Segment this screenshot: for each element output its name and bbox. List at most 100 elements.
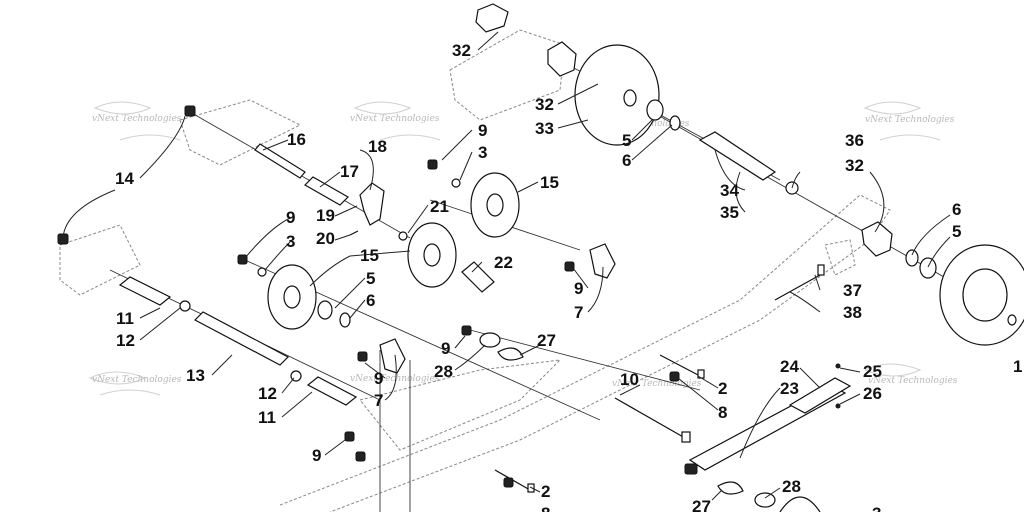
spacer-11-lower (306, 376, 358, 406)
callout-38: 38 (843, 303, 862, 322)
callout-23: 23 (780, 379, 799, 398)
watermark-1: vNext Technologies (92, 101, 182, 141)
callout-9-bracket: 9 (574, 279, 583, 298)
watermark-group: vNext Technologies vNext Technologies vN… (88, 101, 958, 396)
callout-25: 25 (863, 362, 882, 381)
spacer-22 (461, 261, 495, 293)
bracket-18 (359, 182, 385, 226)
tube-13 (194, 311, 289, 366)
callout-21: 21 (430, 197, 449, 216)
callout-9-left: 9 (286, 208, 295, 227)
callout-28-upper: 28 (434, 362, 453, 381)
callout-5-right: 5 (952, 222, 961, 241)
cam-27-lower (717, 481, 744, 495)
washer-21 (398, 231, 408, 241)
watermark-7: vNext Technologies (612, 379, 702, 389)
nut-8-lower (503, 477, 514, 488)
bolt-10 (614, 397, 686, 439)
callout-15-middle: 15 (360, 246, 379, 265)
callout-3-upper: 3 (478, 143, 487, 162)
callout-22: 22 (494, 253, 513, 272)
callout-9-lower: 9 (312, 446, 321, 465)
cam-27 (497, 347, 524, 361)
hub-32 (547, 41, 577, 77)
hub-32-right (861, 221, 893, 257)
callout-6-right: 6 (952, 200, 961, 219)
bearing-5 (646, 99, 664, 121)
callout-16: 16 (287, 130, 306, 149)
callout-34: 34 (720, 181, 739, 200)
callout-9-center: 9 (441, 339, 450, 358)
ring-12-upper (179, 300, 191, 312)
callout-7-upper: 7 (574, 303, 583, 322)
cap-32-top (475, 3, 509, 33)
callout-5-left: 5 (366, 269, 375, 288)
callout-5-top: 5 (622, 131, 631, 150)
callout-28-lower: 28 (782, 477, 801, 496)
callout-32-top: 32 (452, 41, 471, 60)
callout-11-lower: 11 (258, 408, 276, 427)
pin-20 (349, 230, 359, 236)
watermark-8: vNext Technologies (863, 363, 958, 386)
callout-8-upper: 8 (718, 403, 727, 422)
callout-19: 19 (316, 206, 335, 225)
callout-9-mid: 9 (374, 369, 383, 388)
nut-9-lower-a (344, 431, 355, 442)
callout-3-left: 3 (286, 232, 295, 251)
callout-20: 20 (316, 229, 335, 248)
watermark-4: vNext Technologies (863, 101, 955, 141)
nut-14-top (184, 105, 196, 117)
watermark-text: vNext Technologies (868, 376, 958, 386)
nut-9-lower-b (355, 451, 366, 462)
watermark-6: vNext Technologies (350, 374, 440, 384)
nut-8-upper (669, 371, 680, 382)
callout-2-upper: 2 (718, 379, 727, 398)
ring-6 (669, 115, 681, 131)
bolt-38 (774, 274, 821, 301)
callout-35: 35 (720, 203, 739, 222)
watermark-text: vNext Technologies (92, 375, 182, 385)
top-rail (449, 29, 566, 121)
callout-18: 18 (368, 137, 387, 156)
arm-24 (788, 377, 852, 414)
callout-27-upper: 27 (537, 331, 556, 350)
callout-26: 26 (863, 384, 882, 403)
callout-24: 24 (780, 357, 799, 376)
nut-26 (835, 403, 841, 409)
spacer-11-upper (118, 276, 172, 306)
callout-12-lower: 12 (258, 384, 277, 403)
nut-14-left (57, 233, 69, 245)
callout-37: 37 (843, 281, 862, 300)
callout-3-lower: 3 (872, 504, 881, 512)
callout-13: 13 (186, 366, 205, 385)
washer-28 (479, 332, 501, 348)
watermark-text: vNext Technologies (865, 115, 955, 125)
callout-17: 17 (340, 162, 359, 181)
callout-8-lower: 8 (541, 504, 550, 512)
callout-33: 33 (535, 119, 554, 138)
wheel-33 (574, 44, 660, 146)
callout-32-right: 32 (845, 156, 864, 175)
watermark-text: vNext Technologies (612, 379, 702, 389)
callout-6-top: 6 (622, 151, 631, 170)
callout-14: 14 (115, 169, 134, 188)
ring-6-left (339, 312, 351, 328)
left-rail (59, 224, 141, 296)
watermark-text: vNext Technologies (350, 114, 440, 124)
watermark-5: vNext Technologies (88, 371, 182, 396)
callouts: 32 32 33 5 6 34 35 36 32 6 5 37 38 1 14 … (115, 41, 1022, 512)
bolt-25 (835, 363, 841, 369)
upper-left-rail (179, 99, 302, 166)
bracket-7-upper (589, 243, 616, 279)
callout-15-upper: 15 (540, 173, 559, 192)
bearing-5-right (919, 257, 937, 279)
callout-36: 36 (845, 131, 864, 150)
callout-27-lower: 27 (692, 497, 711, 512)
watermark-text: vNext Technologies (92, 114, 182, 124)
ring-6-right (905, 249, 919, 267)
shaft-16 (254, 143, 306, 179)
bolt-2-upper (659, 354, 701, 377)
callout-6-left: 6 (366, 291, 375, 310)
callout-32-hub: 32 (535, 95, 554, 114)
